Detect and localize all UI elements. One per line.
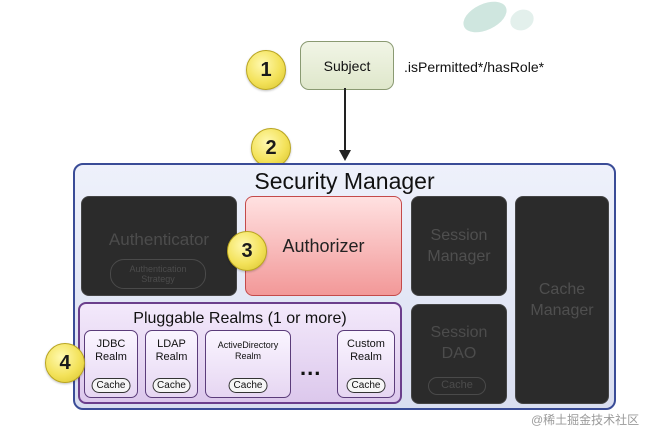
realm-active-directory: ActiveDirectory Realm Cache: [205, 330, 291, 398]
security-manager-title: Security Manager: [254, 168, 435, 194]
realm-ldap: LDAP Realm Cache: [145, 330, 198, 398]
decorative-swoosh: [506, 5, 538, 35]
realm-label: ActiveDirectory Realm: [217, 340, 279, 361]
callout-4: 4: [45, 343, 85, 383]
cache-manager-box: Cache Manager: [515, 196, 609, 404]
subject-box: Subject: [300, 41, 394, 90]
realm-label: JDBC Realm: [95, 338, 127, 363]
realm-cache-pill: Cache: [152, 378, 191, 393]
realm-cache-pill: Cache: [228, 378, 268, 393]
realm-label: Custom Realm: [347, 338, 385, 363]
arrow-line: [344, 88, 346, 152]
session-cache-pill: Cache: [428, 377, 486, 395]
watermark: @稀土掘金技术社区: [531, 413, 640, 427]
session-manager-box: Session Manager: [411, 196, 507, 296]
pluggable-realms-title: Pluggable Realms (1 or more): [133, 310, 347, 327]
authentication-strategy-pill: Authentication Strategy: [110, 259, 206, 289]
realm-label: LDAP Realm: [155, 338, 188, 363]
realm-jdbc: JDBC Realm Cache: [84, 330, 138, 398]
realms-ellipsis: ...: [300, 355, 322, 380]
realm-custom: Custom Realm Cache: [337, 330, 395, 398]
callout-2: 2: [251, 128, 291, 168]
callout-1: 1: [246, 50, 286, 90]
authorizer-box: Authorizer: [245, 196, 402, 296]
realm-cache-pill: Cache: [346, 378, 386, 393]
decorative-swoosh: [458, 0, 512, 39]
arrow-head: [339, 150, 351, 161]
realm-cache-pill: Cache: [91, 378, 131, 393]
authenticator-label: Authenticator: [108, 230, 210, 249]
callout-3: 3: [227, 231, 267, 271]
subject-call-text: .isPermitted*/hasRole*: [404, 59, 545, 75]
authenticator-box: [81, 196, 237, 296]
session-dao-label: Session DAO: [430, 324, 488, 362]
session-dao-box: [411, 304, 507, 404]
